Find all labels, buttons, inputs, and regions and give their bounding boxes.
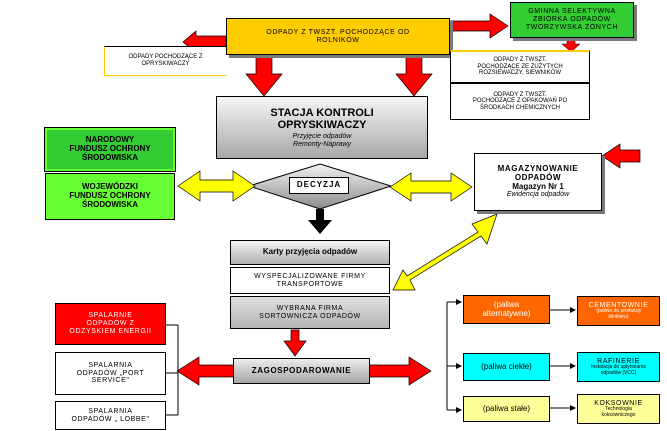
refinery-2: Instalacja do upłynniania: [591, 364, 646, 371]
arrow-into-storage: [601, 143, 641, 169]
arrow-sorting-to-management: [283, 329, 307, 357]
refinery-1: RAFINERIE: [597, 357, 640, 365]
lobbe-box: SPALARNIA ODPADÓW „ LOBBE": [55, 401, 166, 430]
top-center-line-2: ROLNIKÓW: [316, 36, 360, 44]
rbracket-arrow-3: [456, 407, 462, 413]
fuel-liquid: (paliwa ciekłe): [481, 361, 532, 371]
gminna-line-3: TWORZYWSKA ZONYCH: [525, 23, 619, 31]
storage-title-3: Magazyn Nr 1: [512, 181, 564, 191]
lobbe-2: ODPADÓW „ LOBBE": [71, 415, 150, 423]
rbracket-arrow-6: [570, 405, 576, 411]
station-sub-1: Przyjęcie odpadów: [292, 132, 352, 140]
arrow-decision-to-cards: [308, 209, 332, 234]
right-mid-line-3: ROZSIEWACZY, SIEWNIKÓW: [478, 70, 561, 77]
rbracket-arrow-5: [570, 363, 576, 369]
right-bot-line-2: POCHODZĄCE Z OPAKOWAŃ PO: [472, 98, 568, 105]
rbracket-arrow-4: [570, 307, 576, 313]
port-1: SPALARNIA: [88, 361, 133, 369]
storage-title-1: MAGAZYNOWANIE: [497, 163, 579, 173]
rbracket-arrow-2: [456, 363, 462, 369]
management-text: ZAGOSPODAROWANIE: [251, 365, 352, 375]
station-title-1: STACJA KONTROLI: [270, 106, 374, 119]
top-left-box: ODPADY POCHODZĄCE Z OPRYSKIWACZY: [104, 46, 226, 76]
energy-box: SPALARNIE ODPADÓW Z ODZYSKIEM ENERGII: [55, 303, 166, 345]
fuel-solid-box: (paliwa stałe): [463, 396, 550, 422]
fuel-liquid-box: (paliwa ciekłe): [463, 353, 550, 381]
arrow-down-right: [395, 54, 433, 97]
storage-box: MAGAZYNOWANIE ODPADÓW Magazyn Nr 1 Ewide…: [474, 153, 602, 211]
fund-national-box: NARODOWY FUNDUSZ OCHRONY ŚRODOWISKA: [44, 127, 176, 172]
coke-1: KOKSOWNIE: [594, 399, 643, 407]
fund-national-3: ŚRODOWISKA: [82, 152, 138, 162]
refinery-box: RAFINERIE Instalacja do upłynniania odpa…: [577, 352, 660, 382]
gminna-box: GMINNA SELEKTYWNA ZBIÓRKA ODPADÓW TWORZY…: [510, 2, 634, 38]
coke-2: Technologia: [605, 406, 632, 413]
port-3: SERVICE": [91, 377, 130, 385]
coke-3: koksowniczego: [601, 411, 636, 418]
firms-box: WYSPECJALIZOWANE FIRMY TRANSPORTOWE: [230, 267, 390, 294]
sorting-2: SORTOWNICZA ODPADÓW: [259, 312, 361, 320]
lobbe-1: SPALARNIA: [88, 407, 133, 415]
firms-2: TRANSPORTOWE: [276, 280, 344, 288]
firms-1: WYSPECJALIZOWANE FIRMY: [254, 272, 366, 280]
fuel-alt-2: alternatywne): [482, 308, 531, 318]
fund-national-1: NARODOWY: [85, 135, 135, 145]
arrow-down-left: [245, 54, 283, 97]
top-left-line-2: OPRYSKIWACZY: [141, 61, 190, 67]
arrow-top-to-gminna: [449, 13, 509, 39]
fuel-solid: (paliwa stałe): [482, 403, 531, 413]
cement-1: CEMENTOWNIE: [588, 301, 649, 309]
energy-3: ODZYSKIEM ENERGII: [69, 327, 152, 335]
right-bracket: [446, 301, 570, 411]
management-box: ZAGOSPODAROWANIE: [233, 358, 370, 384]
decision-text: DECYZJA: [296, 180, 342, 190]
fund-regional-3: ŚRODOWISKA: [82, 199, 138, 209]
station-title-2: OPRYSKIWACZY: [277, 118, 367, 131]
top-left-line-1: ODPADY POCHODZĄCE Z: [128, 54, 203, 61]
cement-2: (paliwo do produkcji: [596, 308, 641, 315]
arrow-storage-to-firms: [392, 213, 498, 291]
fund-regional-1: WOJEWÓDZKI: [82, 182, 138, 192]
gminna-line-2: ZBIÓRKA ODPADÓW: [533, 16, 611, 24]
rbracket-arrow-1: [456, 299, 462, 305]
cards-title-box: Karty przyjęcia odpadów: [230, 240, 390, 265]
port-box: SPALARNIA ODPADÓW „PORT SERVICE": [55, 352, 166, 395]
right-mid-line-2: POCHODZĄCE ZE ZUŻYTYCH: [477, 63, 563, 70]
coke-box: KOKSOWNIE Technologia koksowniczego: [577, 394, 660, 424]
storage-sub: Ewidencja odpadów: [506, 191, 570, 199]
fund-regional-box: WOJEWÓDZKI FUNDUSZ OCHRONY ŚRODOWISKA: [45, 173, 175, 220]
energy-1: SPALARNIE: [88, 312, 133, 320]
cards-title: Karty przyjęcia odpadów: [262, 247, 358, 257]
top-center-box: ODPADY Z TWSZT. POCHODZĄCE OD ROLNIKÓW: [226, 18, 450, 55]
cement-box: CEMENTOWNIE (paliwo do produkcji klinkie…: [577, 296, 660, 326]
right-bot-line-1: ODPADY Z TWSZT.: [493, 91, 547, 98]
port-2: ODPADÓW „PORT: [76, 369, 145, 377]
gminna-line-1: GMINNA SELEKTYWNA: [528, 8, 616, 16]
arrow-decision-storage: [389, 172, 473, 202]
refinery-3: odpadów (VCC): [600, 369, 637, 376]
station-sub-2: Remonty-Naprawy: [293, 140, 351, 148]
fuel-alt-1: (paliwa: [493, 299, 520, 309]
right-bot-box: ODPADY Z TWSZT. POCHODZĄCE Z OPAKOWAŃ PO…: [450, 83, 590, 120]
right-bot-line-3: ŚRODKACH CHEMICZNYCH: [479, 104, 560, 111]
fund-regional-2: FUNDUSZ OCHRONY: [69, 191, 151, 201]
left-bracket: [166, 324, 179, 416]
sorting-box: WYBRANA FIRMA SORTOWNICZA ODPADÓW: [230, 296, 390, 329]
arrow-gminna-to-odpady: [561, 37, 581, 53]
storage-title-2: ODPADÓW: [514, 172, 562, 182]
fuel-alt-box: (paliwa alternatywne): [463, 295, 550, 324]
right-mid-box: ODPADY Z TWSZT. POCHODZĄCE ZE ZUŻYTYCH R…: [450, 50, 590, 83]
decision-label: DECYZJA: [289, 177, 349, 194]
arrow-funds-decision: [177, 170, 256, 202]
fund-national-2: FUNDUSZ OCHRONY: [69, 144, 151, 154]
cement-3: klinkieru): [608, 313, 629, 320]
energy-2: ODPADÓW Z: [86, 320, 135, 328]
right-mid-line-1: ODPADY Z TWSZT.: [493, 57, 547, 64]
top-center-line-1: ODPADY Z TWSZT. POCHODZĄCE OD: [266, 28, 410, 36]
sorting-1: WYBRANA FIRMA: [276, 304, 344, 312]
station-box: STACJA KONTROLI OPRYSKIWACZY Przyjęcie o…: [216, 96, 428, 159]
